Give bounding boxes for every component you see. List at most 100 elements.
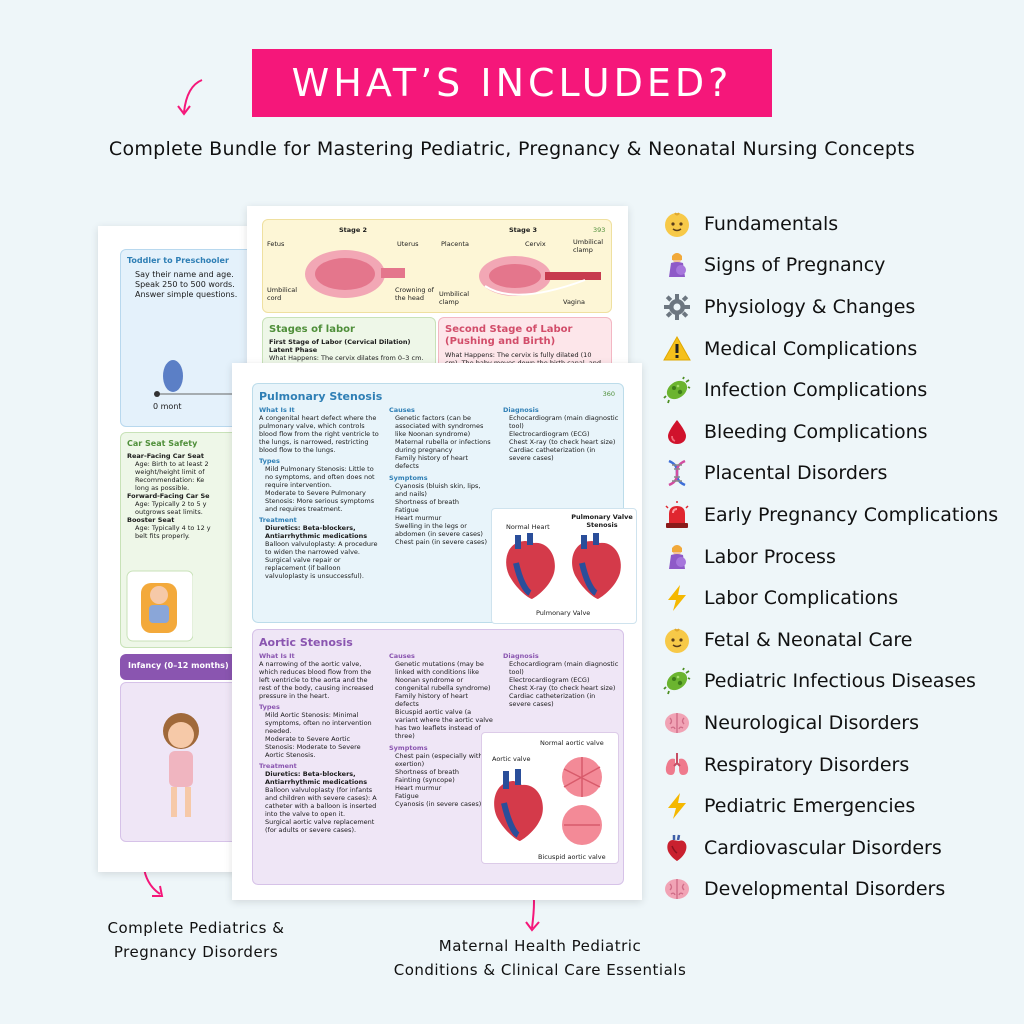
aortic-diag: Echocardiogram (main diagnostic tool) xyxy=(509,660,619,676)
category-item: Pediatric Infectious Diseases xyxy=(662,661,1022,703)
second-stage-title: Second Stage of Labor (Pushing and Birth… xyxy=(445,324,573,347)
carseat-item: Forward-Facing Car Se xyxy=(127,492,210,500)
pregnant-woman-icon xyxy=(662,542,692,572)
pulmonary-symptom: Heart murmur xyxy=(395,514,442,522)
category-label: Respiratory Disorders xyxy=(704,753,910,776)
figure-label: Normal aortic valve xyxy=(540,739,604,747)
pregnant-woman-icon xyxy=(662,250,692,280)
category-label: Placental Disorders xyxy=(704,462,888,485)
carseat-item: belt fits properly. xyxy=(135,532,190,540)
pulmonary-cause: Maternal rubella or infections during pr… xyxy=(395,438,491,454)
pulmonary-type: Mild Pulmonary Stenosis: Little to no sy… xyxy=(265,465,375,489)
caption-left: Complete Pediatrics & Pregnancy Disorder… xyxy=(86,916,306,964)
stage2-part: Fetus xyxy=(267,240,285,248)
carseat-item: outgrows seat limits. xyxy=(135,508,203,516)
infancy-header: Infancy (0–12 months) xyxy=(120,654,250,680)
aortic-symptom: Cyanosis (in severe cases) xyxy=(395,800,482,808)
stage3-part: Umbilical clamp xyxy=(573,238,603,254)
stage3-part: Vagina xyxy=(563,298,585,306)
pulmonary-type: Moderate to Severe Pulmonary Stenosis: M… xyxy=(265,489,375,513)
carseat-item: Age: Typically 4 to 12 y xyxy=(135,524,211,532)
pulmonary-title: Pulmonary Stenosis xyxy=(259,390,383,403)
category-item: Fundamentals xyxy=(662,203,1022,245)
category-item: Labor Process xyxy=(662,536,1022,578)
page-title: WHAT’S INCLUDED? xyxy=(291,61,733,105)
toddler-item: Speak 250 to 500 words. xyxy=(135,280,235,289)
lungs-icon xyxy=(662,750,692,780)
category-item: Physiology & Changes xyxy=(662,286,1022,328)
pulmonary-cause: Genetic factors (can be associated with … xyxy=(395,414,484,438)
pediatrics-page: Toddler to Preschooler Say their name an… xyxy=(98,226,250,872)
aortic-cause: Genetic mutations (may be linked with co… xyxy=(395,660,491,692)
category-item: Cardiovascular Disorders xyxy=(662,827,1022,869)
category-label: Cardiovascular Disorders xyxy=(704,836,942,859)
pulmonary-what-heading: What Is It xyxy=(259,406,295,414)
lightning-icon xyxy=(662,583,692,613)
pulmonary-symptoms-heading: Symptoms xyxy=(389,474,428,482)
pulmonary-symptom: Cyanosis (bluish skin, lips, and nails) xyxy=(395,482,481,498)
stage2-label: Stage 2 xyxy=(339,226,368,234)
category-label: Infection Complications xyxy=(704,379,928,402)
aortic-stenosis-card: Aortic Stenosis What Is It A narrowing o… xyxy=(252,629,624,885)
caption-line: Conditions & Clinical Care Essentials xyxy=(393,961,687,979)
warning-icon xyxy=(662,334,692,364)
carseat-item: long as possible. xyxy=(135,484,190,492)
siren-icon xyxy=(662,500,692,530)
pulmonary-symptom: Shortness of breath xyxy=(395,498,460,506)
subtitle: Complete Bundle for Mastering Pediatric,… xyxy=(108,138,916,160)
category-label: Signs of Pregnancy xyxy=(704,254,886,277)
pulmonary-stenosis-card: Pulmonary Stenosis 360 What Is It A cong… xyxy=(252,383,637,624)
microbe-icon xyxy=(662,375,692,405)
figure-label: Bicuspid aortic valve xyxy=(538,853,606,861)
figure-label: Aortic valve xyxy=(492,755,531,763)
category-item: Labor Complications xyxy=(662,577,1022,619)
heart-icon xyxy=(662,833,692,863)
aortic-cause: Bicuspid aortic valve (a variant where t… xyxy=(395,708,493,740)
car-seat-illustration xyxy=(126,570,193,642)
category-label: Neurological Disorders xyxy=(704,711,919,734)
pulmonary-treat: Diuretics: Beta-blockers, Antiarrhythmic… xyxy=(265,524,368,540)
toddler-card: Toddler to Preschooler Say their name an… xyxy=(120,249,250,427)
caption-line: Complete Pediatrics & xyxy=(107,919,285,937)
labor-page: Stage 2 Stage 3 393 Fetus Uterus Umbilic… xyxy=(247,206,628,386)
infancy-title: Infancy (0–12 months) xyxy=(128,661,229,670)
category-label: Developmental Disorders xyxy=(704,878,946,901)
pulmonary-symptom: Fatigue xyxy=(395,506,419,514)
aortic-symptom: Heart murmur xyxy=(395,784,442,792)
category-item: Signs of Pregnancy xyxy=(662,245,1022,287)
category-item: Pediatric Emergencies xyxy=(662,785,1022,827)
brain-icon xyxy=(662,708,692,738)
stage3-uterus-illustration xyxy=(479,256,601,296)
carseat-item: Booster Seat xyxy=(127,516,175,524)
title-banner: WHAT’S INCLUDED? xyxy=(252,49,772,117)
category-item: Early Pregnancy Complications xyxy=(662,494,1022,536)
pulmonary-causes-heading: Causes xyxy=(389,406,415,414)
carseat-item: Age: Birth to at least 2 xyxy=(135,460,209,468)
toddler-item: Say their name and age. xyxy=(135,270,234,279)
lightning-icon xyxy=(662,791,692,821)
category-item: Neurological Disorders xyxy=(662,702,1022,744)
figure-label: Pulmonary Valve Stenosis xyxy=(571,513,633,529)
stage3-part: Placenta xyxy=(441,240,469,248)
pulmonary-symptom: Chest pain (in severe cases) xyxy=(395,538,487,546)
aortic-treat: Balloon valvuloplasty (for infants and c… xyxy=(265,786,377,818)
page-number: 360 xyxy=(602,390,615,398)
aortic-title: Aortic Stenosis xyxy=(259,636,353,649)
category-label: Pediatric Infectious Diseases xyxy=(704,670,976,693)
stage3-label: Stage 3 xyxy=(509,226,538,234)
aortic-type: Moderate to Severe Aortic Stenosis: Mode… xyxy=(265,735,361,759)
pulmonary-treat: Surgical valve repair or replacement (if… xyxy=(265,556,364,580)
pulmonary-diag: Cardiac catheterization (in severe cases… xyxy=(509,446,596,462)
aortic-what-heading: What Is It xyxy=(259,652,295,660)
caption-line: Pregnancy Disorders xyxy=(113,943,279,961)
baby-face-icon xyxy=(662,625,692,655)
aortic-what: A narrowing of the aortic valve, which r… xyxy=(259,660,374,700)
category-item: Respiratory Disorders xyxy=(662,744,1022,786)
arrow-top-icon xyxy=(177,79,203,116)
category-item: Fetal & Neonatal Care xyxy=(662,619,1022,661)
stages-sub: First Stage of Labor (Cervical Dilation) xyxy=(269,338,411,346)
carseat-item: Recommendation: Ke xyxy=(135,476,205,484)
pulmonary-types-heading: Types xyxy=(259,457,280,465)
category-label: Pediatric Emergencies xyxy=(704,795,916,818)
